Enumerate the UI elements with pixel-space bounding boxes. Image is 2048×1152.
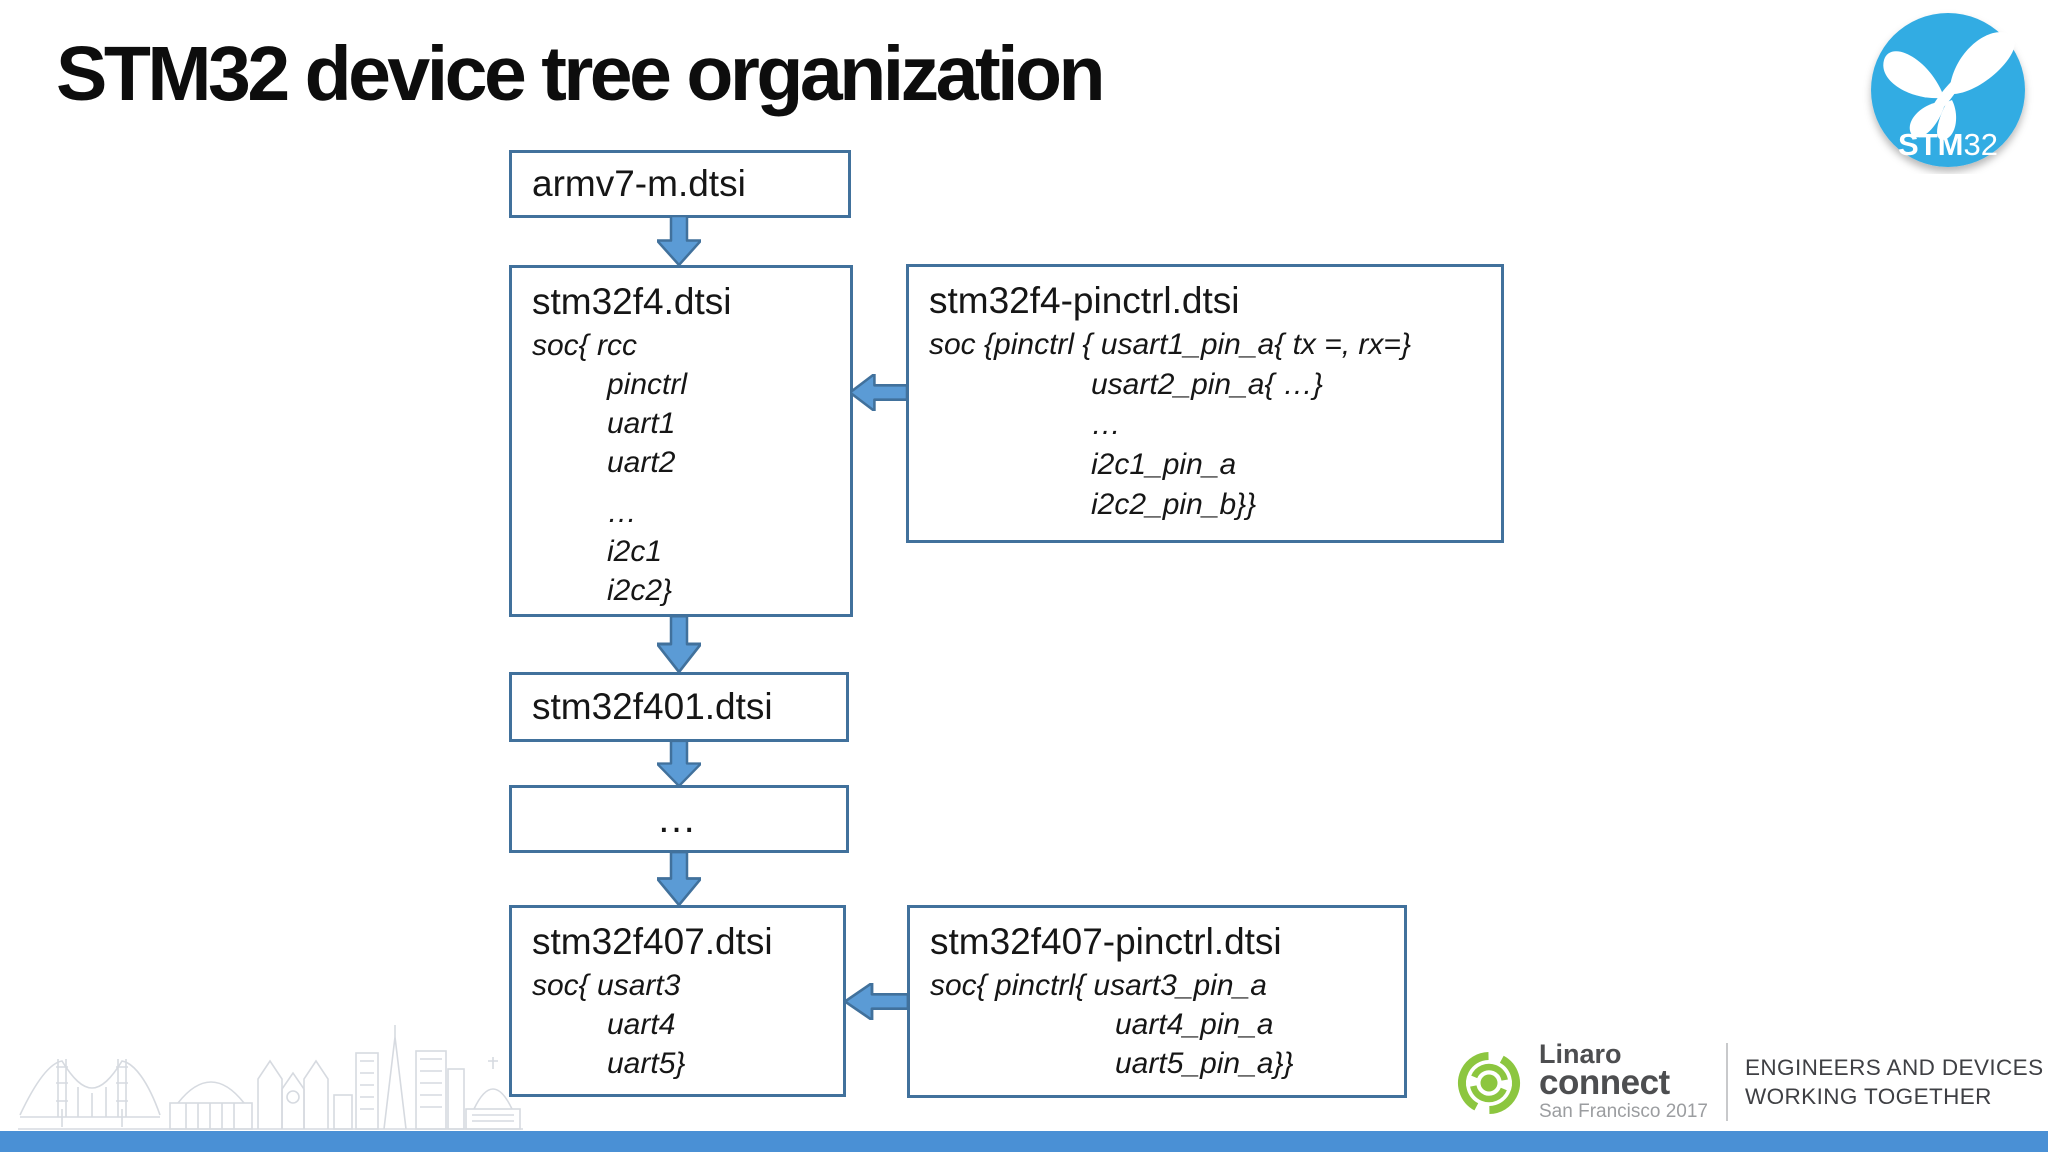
footer-tagline: ENGINEERS AND DEVICES WORKING TOGETHER xyxy=(1745,1053,2043,1111)
golden-gate-bridge xyxy=(19,1059,161,1127)
city-hall xyxy=(465,1057,521,1130)
box-stm32f4-pinctrl-dtsi: stm32f4-pinctrl.dtsi soc {pinctrl { usar… xyxy=(906,264,1504,543)
butterfly-icon: STM32 xyxy=(1871,13,2025,167)
code-line: uart5} xyxy=(607,1047,686,1080)
code-line: … xyxy=(607,496,637,529)
page-title: STM32 device tree organization xyxy=(56,31,1106,117)
stm32-logo-text-light: 32 xyxy=(1963,127,1997,162)
arrow-down-icon xyxy=(655,614,703,677)
code-line: … xyxy=(1091,408,1121,441)
box-title: stm32f407-pinctrl.dtsi xyxy=(930,921,1282,962)
box-title: stm32f407.dtsi xyxy=(532,921,773,962)
code-line: soc {pinctrl { usart1_pin_a{ tx =, rx=} xyxy=(929,328,1411,361)
code-line: uart4_pin_a xyxy=(1115,1008,1274,1041)
box-title: armv7-m.dtsi xyxy=(532,163,746,204)
transamerica-pyramid xyxy=(383,1025,407,1130)
cathedral xyxy=(257,1059,329,1129)
code-line: i2c2} xyxy=(607,574,673,607)
box-stm32f401-dtsi: stm32f401.dtsi xyxy=(509,672,849,742)
box-title: stm32f4-pinctrl.dtsi xyxy=(929,280,1240,321)
linaro-wordmark: Linaro connect San Francisco 2017 xyxy=(1539,1038,1708,1124)
footer: Linaro connect San Francisco 2017 ENGINE… xyxy=(1452,1040,2043,1124)
code-line: i2c2_pin_b}} xyxy=(1091,488,1257,521)
box-title: … xyxy=(656,797,702,841)
downtown-towers xyxy=(333,1050,465,1130)
arrow-down-icon xyxy=(655,214,703,270)
code-line: i2c1_pin_a xyxy=(1091,448,1237,481)
san-francisco-skyline xyxy=(18,1025,523,1130)
arrow-left-icon xyxy=(843,981,910,1025)
code-line: soc{ pinctrl{ usart3_pin_a xyxy=(930,969,1267,1002)
code-line: i2c1 xyxy=(607,535,663,568)
stm32-logo: STM32 xyxy=(1862,8,2038,174)
code-line: soc{ rcc xyxy=(532,329,638,362)
box-ellipsis: … xyxy=(509,785,849,853)
arrow-down-icon xyxy=(655,850,703,910)
linaro-event: San Francisco 2017 xyxy=(1539,1100,1708,1122)
box-title: stm32f401.dtsi xyxy=(532,686,773,727)
box-stm32f407-dtsi: stm32f407.dtsi soc{ usart3 uart4 uart5} xyxy=(509,905,846,1097)
tagline-line: ENGINEERS AND DEVICES xyxy=(1745,1055,2044,1080)
bottom-accent-bar xyxy=(0,1131,2048,1152)
code-line: pinctrl xyxy=(607,368,688,401)
code-line: usart2_pin_a{ …} xyxy=(1091,368,1323,401)
box-stm32f4-dtsi: stm32f4.dtsi soc{ rcc pinctrl uart1 uart… xyxy=(509,265,853,617)
rotunda-building xyxy=(169,1081,253,1130)
code-line: uart2 xyxy=(607,446,676,479)
code-line: uart5_pin_a}} xyxy=(1115,1047,1294,1080)
box-stm32f407-pinctrl-dtsi: stm32f407-pinctrl.dtsi soc{ pinctrl{ usa… xyxy=(907,905,1407,1098)
linaro-name: Linaro xyxy=(1539,1038,1622,1069)
code-line: uart1 xyxy=(607,407,676,440)
arrow-down-icon xyxy=(655,739,703,791)
tagline-line: WORKING TOGETHER xyxy=(1745,1084,1992,1109)
svg-text:STM32: STM32 xyxy=(1898,127,1998,162)
footer-divider xyxy=(1726,1043,1728,1121)
box-title: stm32f4.dtsi xyxy=(532,281,732,322)
stm32-logo-text-bold: STM xyxy=(1898,127,1963,162)
arrow-left-icon xyxy=(848,372,909,416)
linaro-product: connect xyxy=(1539,1062,1670,1102)
code-line: uart4 xyxy=(607,1008,676,1041)
linaro-connect-logo-icon xyxy=(1458,1052,1520,1114)
box-armv7-m-dtsi: armv7-m.dtsi xyxy=(509,150,851,218)
code-line: soc{ usart3 xyxy=(532,969,681,1002)
